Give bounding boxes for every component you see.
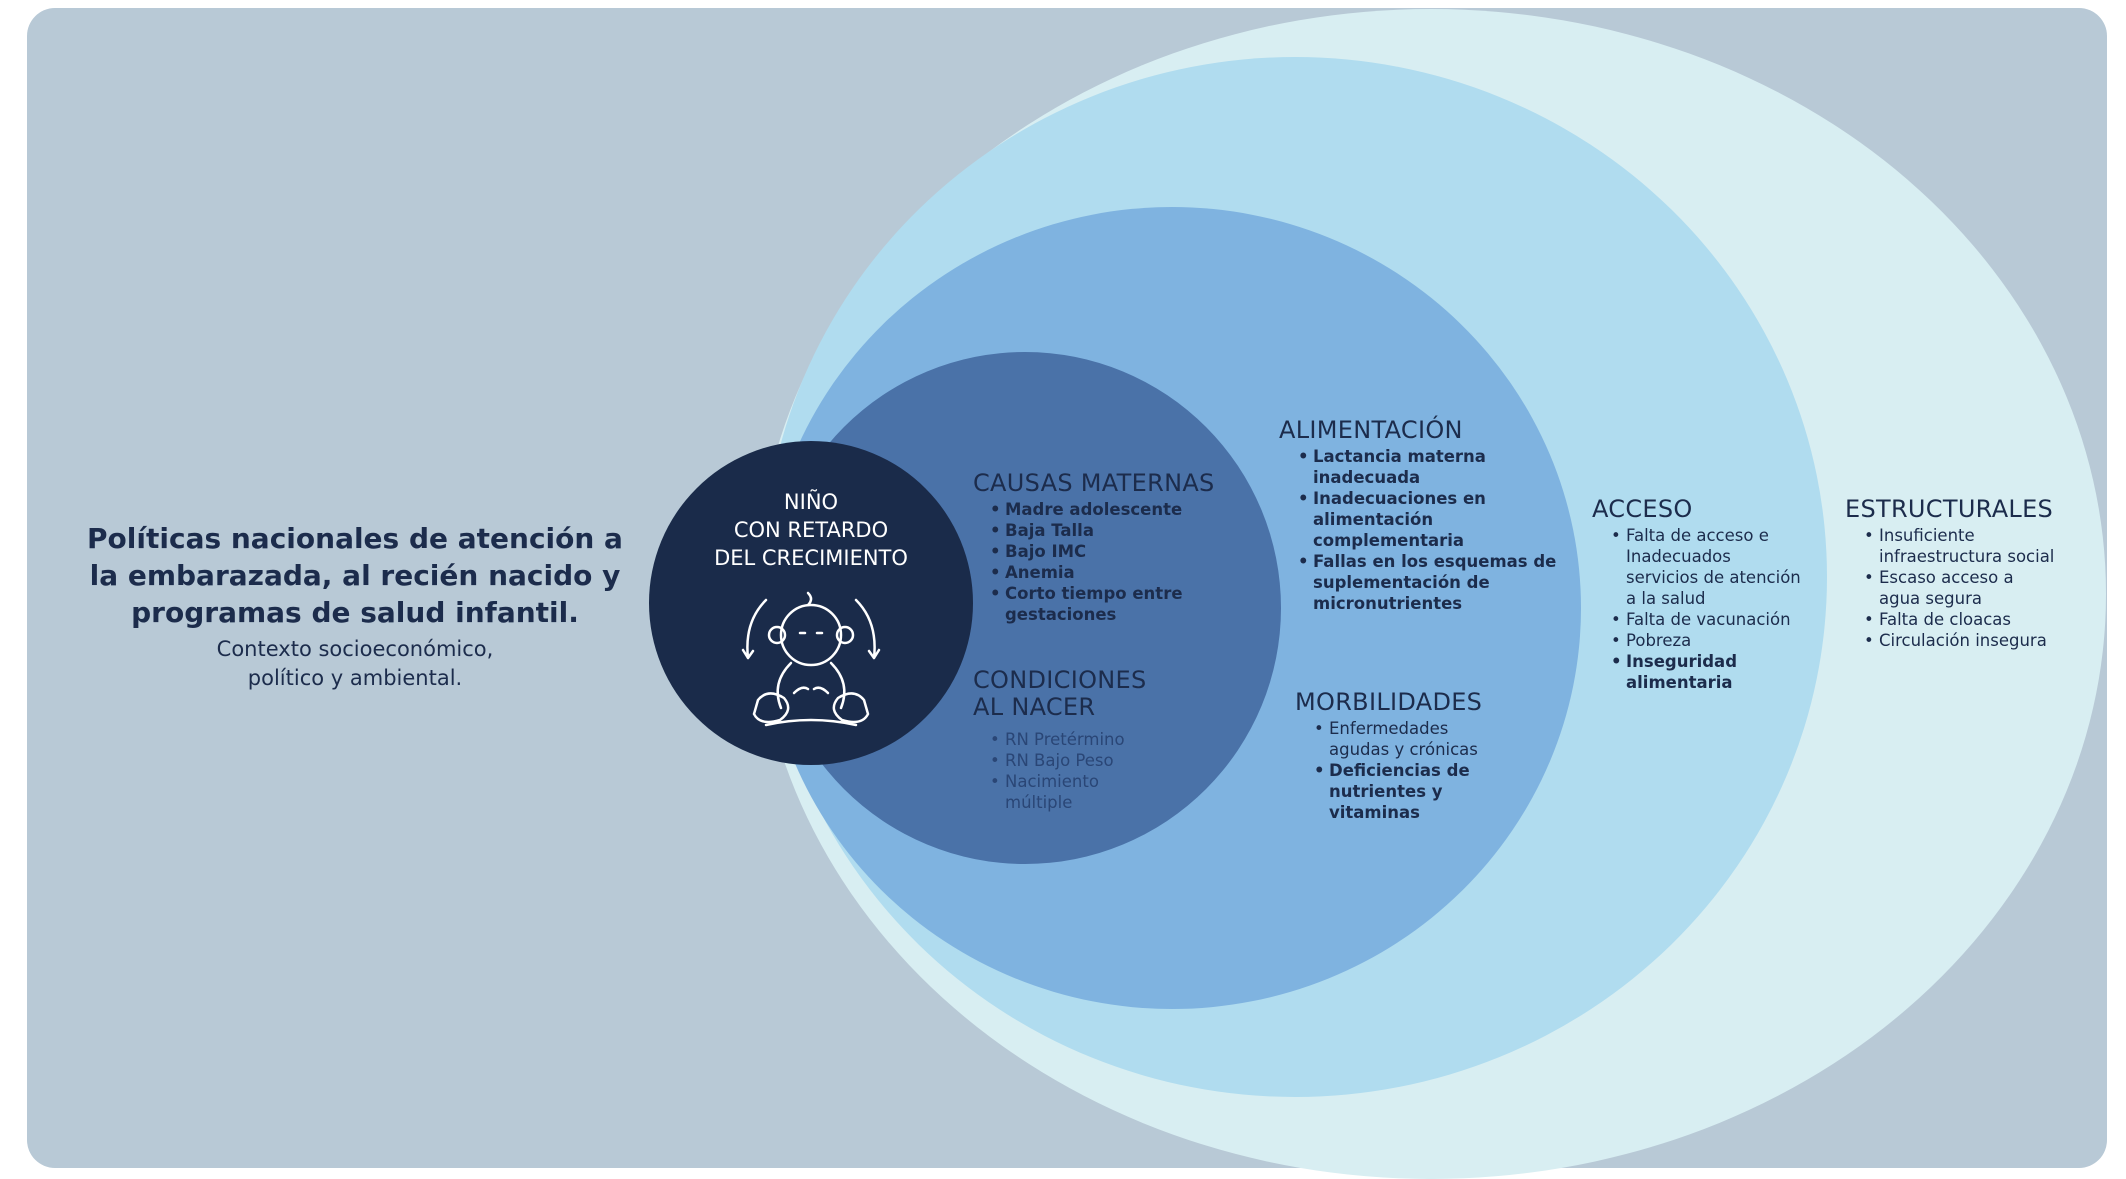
subtitle-line: político y ambiental. (247, 666, 463, 690)
list-item: Inseguridad (1611, 651, 1801, 672)
list-item-cont: agudas y crónicas (1329, 740, 1478, 759)
list-item-cont: infraestructura social (1879, 547, 2055, 566)
list-item: Bajo IMC (990, 541, 1215, 562)
group-title: ALIMENTACIÓN (1279, 416, 1463, 444)
policies-label: Políticas nacionales de atención a la emb… (60, 520, 650, 693)
list-item-cont: alimentaria (1626, 673, 1733, 692)
list-item-cont: múltiple (1005, 793, 1073, 812)
morbilidades-group: MORBILIDADES Enfermedades agudas y cróni… (1295, 689, 1482, 823)
list-item-cont: Inadecuados (1626, 547, 1731, 566)
center-label: NIÑO CON RETARDO DEL CRECIMIENTO (649, 488, 973, 572)
list-item-cont: a la salud (1626, 589, 1706, 608)
group-title: CAUSAS MATERNAS (973, 469, 1215, 497)
list-item-cont: inadecuada (1313, 468, 1421, 487)
list-item-cont: servicios de atención (1626, 568, 1801, 587)
list-item-cont: agua segura (1879, 589, 1982, 608)
list-item-cont: complementaria (1313, 531, 1465, 550)
list-item-cont: vitaminas (1329, 803, 1420, 822)
group-title: CONDICIONES (973, 666, 1147, 694)
center-line: CON RETARDO (733, 518, 889, 542)
list-item: RN Pretérmino (990, 729, 1147, 750)
list-item: Nacimiento (990, 771, 1147, 792)
list-item: Enfermedades (1314, 718, 1482, 739)
group-title: ACCESO (1592, 495, 1693, 523)
alimentacion-group: ALIMENTACIÓN Lactancia materna inadecuad… (1279, 417, 1556, 614)
acceso-group: ACCESO Falta de acceso e Inadecuados ser… (1592, 496, 1801, 693)
list-item: Baja Talla (990, 520, 1215, 541)
list-item: Fallas en los esquemas de (1298, 551, 1556, 572)
list-item-cont: nutrientes y (1329, 782, 1443, 801)
list-item: RN Bajo Peso (990, 750, 1147, 771)
group-title: AL NACER (973, 693, 1096, 721)
subtitle-line: Contexto socioeconómico, (216, 637, 494, 661)
list-item: Lactancia materna (1298, 446, 1556, 467)
list-item: Pobreza (1611, 630, 1801, 651)
condiciones-group: CONDICIONES AL NACER RN Pretérmino RN Ba… (973, 667, 1147, 813)
list-item-cont: alimentación (1313, 510, 1434, 529)
estructurales-group: ESTRUCTURALES Insuficiente infraestructu… (1845, 495, 2055, 652)
list-item: Falta de vacunación (1611, 609, 1801, 630)
center-line: DEL CRECIMIENTO (714, 546, 908, 570)
list-item: Falta de acceso e (1611, 525, 1801, 546)
list-item: Anemia (990, 562, 1215, 583)
list-item: Deficiencias de (1314, 760, 1482, 781)
group-title: ESTRUCTURALES (1845, 495, 2054, 523)
list-item: Circulación insegura (1864, 630, 2054, 651)
list-item: Falta de cloacas (1864, 609, 2054, 630)
list-item: Inadecuaciones en (1298, 488, 1556, 509)
baby-icon (741, 591, 881, 727)
list-item-cont: suplementación de (1313, 573, 1490, 592)
title-line: la embarazada, al recién nacido y (89, 559, 621, 592)
list-item: Corto tiempo entre (990, 583, 1215, 604)
list-item: Insuficiente (1864, 525, 2054, 546)
list-item-cont: gestaciones (1005, 605, 1117, 624)
center-line: NIÑO (783, 490, 839, 514)
title-line: programas de salud infantil. (131, 596, 579, 629)
group-title: MORBILIDADES (1295, 688, 1483, 716)
list-item: Escaso acceso a (1864, 567, 2054, 588)
title-line: Políticas nacionales de atención a (87, 522, 623, 555)
list-item: Madre adolescente (990, 499, 1215, 520)
causas-maternas-group: CAUSAS MATERNAS Madre adolescente Baja T… (973, 470, 1215, 625)
list-item-cont: micronutrientes (1313, 594, 1463, 613)
